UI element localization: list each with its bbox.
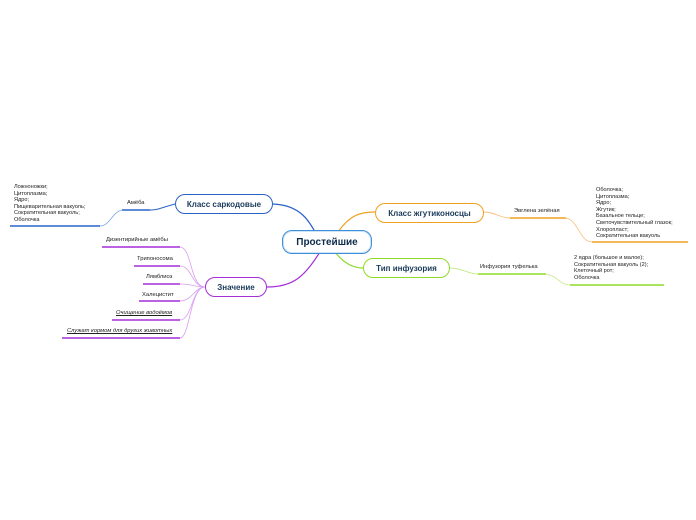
subtopic-amoeba[interactable]: Амёба [127, 200, 145, 206]
significance-item[interactable]: Лямблиоз [146, 274, 173, 280]
edge-significance-item-1 [179, 246, 206, 288]
node-significance[interactable]: Значение [205, 277, 267, 297]
significance-item[interactable]: Трипоносома [137, 256, 173, 262]
central-node[interactable]: Простейшие [282, 230, 372, 254]
edge-central-ciliates [334, 251, 364, 269]
details-flagellates[interactable]: Оболочка; Цитоплазма; Ядро; Жгутик; База… [596, 187, 673, 240]
detail-line: Ложноножки; [14, 184, 48, 190]
significance-item[interactable]: Служат кормом для других животных [67, 328, 173, 334]
detail-line: Цитоплазма; [596, 193, 630, 200]
detail-line: Оболочка [14, 216, 40, 223]
edge-flagellates-euglena [483, 211, 566, 219]
detail-line: Оболочка; [596, 187, 624, 193]
significance-item[interactable]: Дизентирийные амёбы [106, 237, 168, 243]
detail-line: Ядро; [596, 200, 612, 207]
detail-line: Светочувствительный глазок; [596, 219, 673, 226]
node-flagellates-label: Класс жгутиконосцы [388, 208, 471, 218]
detail-line: Пищеварительная вакуоль; [14, 203, 86, 210]
node-flagellates[interactable]: Класс жгутиконосцы [375, 203, 484, 223]
detail-line: Базальное тельце; [596, 213, 645, 220]
edge-central-significance [266, 251, 321, 288]
detail-line: 2 ядра (большое и малое); [574, 255, 644, 261]
node-ciliates-label: Тип инфузория [376, 263, 437, 273]
detail-line: Ядро; [14, 197, 30, 204]
edge-sarcodina-amoeba [122, 203, 176, 211]
detail-line: Хлоропласт; [596, 226, 629, 233]
node-ciliates[interactable]: Тип инфузория [363, 258, 450, 278]
subtopic-euglena[interactable]: Эвглена зелёная [514, 208, 560, 214]
central-node-label: Простейшие [296, 236, 358, 248]
detail-line: Сократительная вакуоль; [14, 210, 80, 217]
edge-significance-item-4 [179, 286, 206, 302]
edge-amoeba-details [99, 209, 123, 227]
details-ciliates[interactable]: 2 ядра (большое и малое); Сократительная… [574, 255, 648, 281]
edge-euglena-details [565, 217, 593, 243]
edge-ciliates-paramecium [449, 267, 546, 275]
detail-line: Сократительная вакуоль [596, 233, 661, 240]
detail-line: Оболочка [574, 274, 600, 281]
node-sarcodina[interactable]: Класс саркодовые [175, 194, 273, 214]
edge-significance-item-2 [179, 265, 206, 288]
significance-item[interactable]: Халецистит [142, 292, 174, 298]
details-sarcodina[interactable]: Ложноножки; Цитоплазма; Ядро; Пищеварите… [14, 184, 85, 224]
edge-significance-item-6 [179, 286, 206, 339]
edge-central-flagellates [337, 211, 376, 233]
detail-line: Сократительная вакуоль (2); [574, 261, 649, 268]
edge-significance-item-5 [179, 286, 206, 321]
significance-item[interactable]: Очищение водоёмов [116, 310, 173, 316]
detail-line: Клеточный рот; [574, 268, 614, 275]
detail-line: Цитоплазма; [14, 190, 48, 197]
edge-significance-item-3 [179, 283, 206, 288]
edge-paramecium-details [545, 273, 571, 286]
detail-line: Жгутик; [596, 206, 616, 213]
node-sarcodina-label: Класс саркодовые [186, 199, 262, 209]
node-significance-label: Значение [217, 282, 255, 292]
subtopic-paramecium[interactable]: Инфузория туфелька [480, 264, 538, 270]
